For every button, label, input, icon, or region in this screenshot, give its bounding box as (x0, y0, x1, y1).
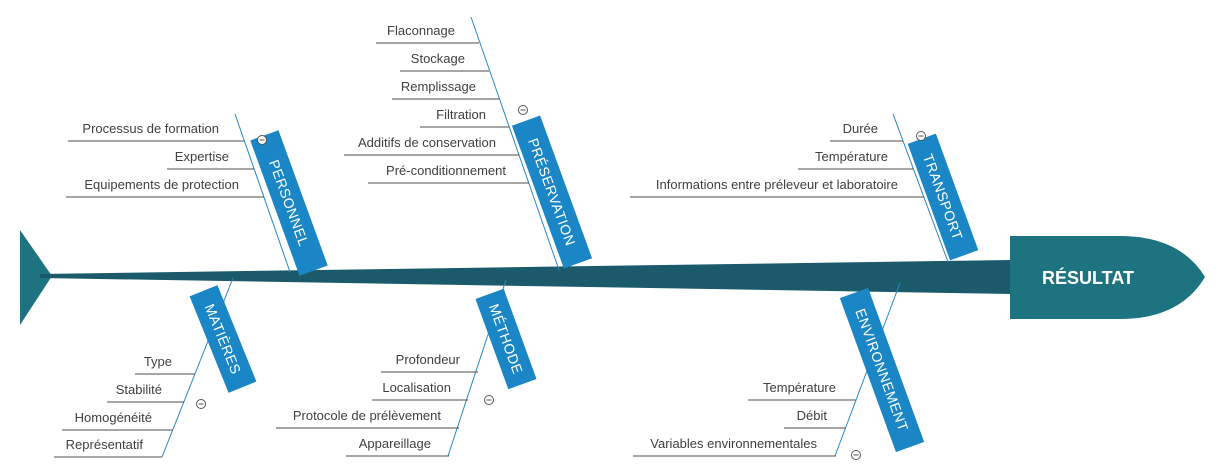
cause-label: Température (763, 380, 836, 395)
cause-label: Equipements de protection (84, 177, 239, 192)
category-environnement: Température Débit Variables environnemen… (633, 282, 925, 460)
minus-circle-icon[interactable] (196, 399, 206, 409)
cause-label: Informations entre préleveur et laborato… (656, 177, 898, 192)
category-personnel: Processus de formation Expertise Equipem… (66, 113, 328, 276)
bone-personnel (234, 113, 291, 273)
cause-label: Pré-conditionnement (386, 163, 506, 178)
bone-preservation (470, 16, 560, 271)
cause-label: Stabilité (116, 382, 162, 397)
cause-label: Protocole de prélèvement (293, 408, 442, 423)
minus-circle-icon[interactable] (851, 450, 861, 460)
head-label: RÉSULTAT (1042, 267, 1134, 288)
category-box-matieres[interactable]: MATIÈRES (189, 285, 257, 393)
category-methode: Profondeur Localisation Protocole de pré… (276, 279, 537, 457)
category-box-personnel[interactable]: PERSONNEL (250, 130, 328, 276)
category-label: ENVIRONNEMENT (852, 306, 911, 433)
cause-label: Durée (843, 121, 878, 136)
category-box-environnement[interactable]: ENVIRONNEMENT (839, 287, 925, 453)
cause-label: Localisation (382, 380, 451, 395)
fish-head[interactable]: RÉSULTAT (1010, 236, 1205, 319)
cause-label: Représentatif (66, 437, 144, 452)
cause-label: Type (144, 354, 172, 369)
minus-circle-icon[interactable] (518, 105, 528, 115)
cause-label: Expertise (175, 149, 229, 164)
cause-label: Remplissage (401, 79, 476, 94)
cause-label: Additifs de conservation (358, 135, 496, 150)
cause-label: Débit (797, 408, 828, 423)
fish-spine (40, 260, 1012, 294)
cause-label: Stockage (411, 51, 465, 66)
cause-label: Homogénéité (75, 410, 152, 425)
minus-circle-icon[interactable] (257, 135, 267, 145)
category-matieres: Type Stabilité Homogénéité Représentatif… (54, 277, 257, 458)
fish-tail (20, 230, 52, 325)
cause-label: Filtration (436, 107, 486, 122)
cause-label: Processus de formation (82, 121, 219, 136)
category-box-methode[interactable]: MÉTHODE (475, 288, 537, 390)
category-preservation: Flaconnage Stockage Remplissage Filtrati… (344, 16, 593, 271)
minus-circle-icon[interactable] (916, 131, 926, 141)
cause-label: Flaconnage (387, 23, 455, 38)
cause-label: Profondeur (396, 352, 461, 367)
cause-label: Appareillage (359, 436, 431, 451)
minus-circle-icon[interactable] (484, 395, 494, 405)
category-box-preservation[interactable]: PRÉSERVATION (511, 115, 593, 269)
cause-label: Température (815, 149, 888, 164)
category-transport: Durée Température Informations entre pré… (630, 113, 979, 263)
bone-transport (892, 113, 949, 263)
cause-label: Variables environnementales (650, 436, 817, 451)
